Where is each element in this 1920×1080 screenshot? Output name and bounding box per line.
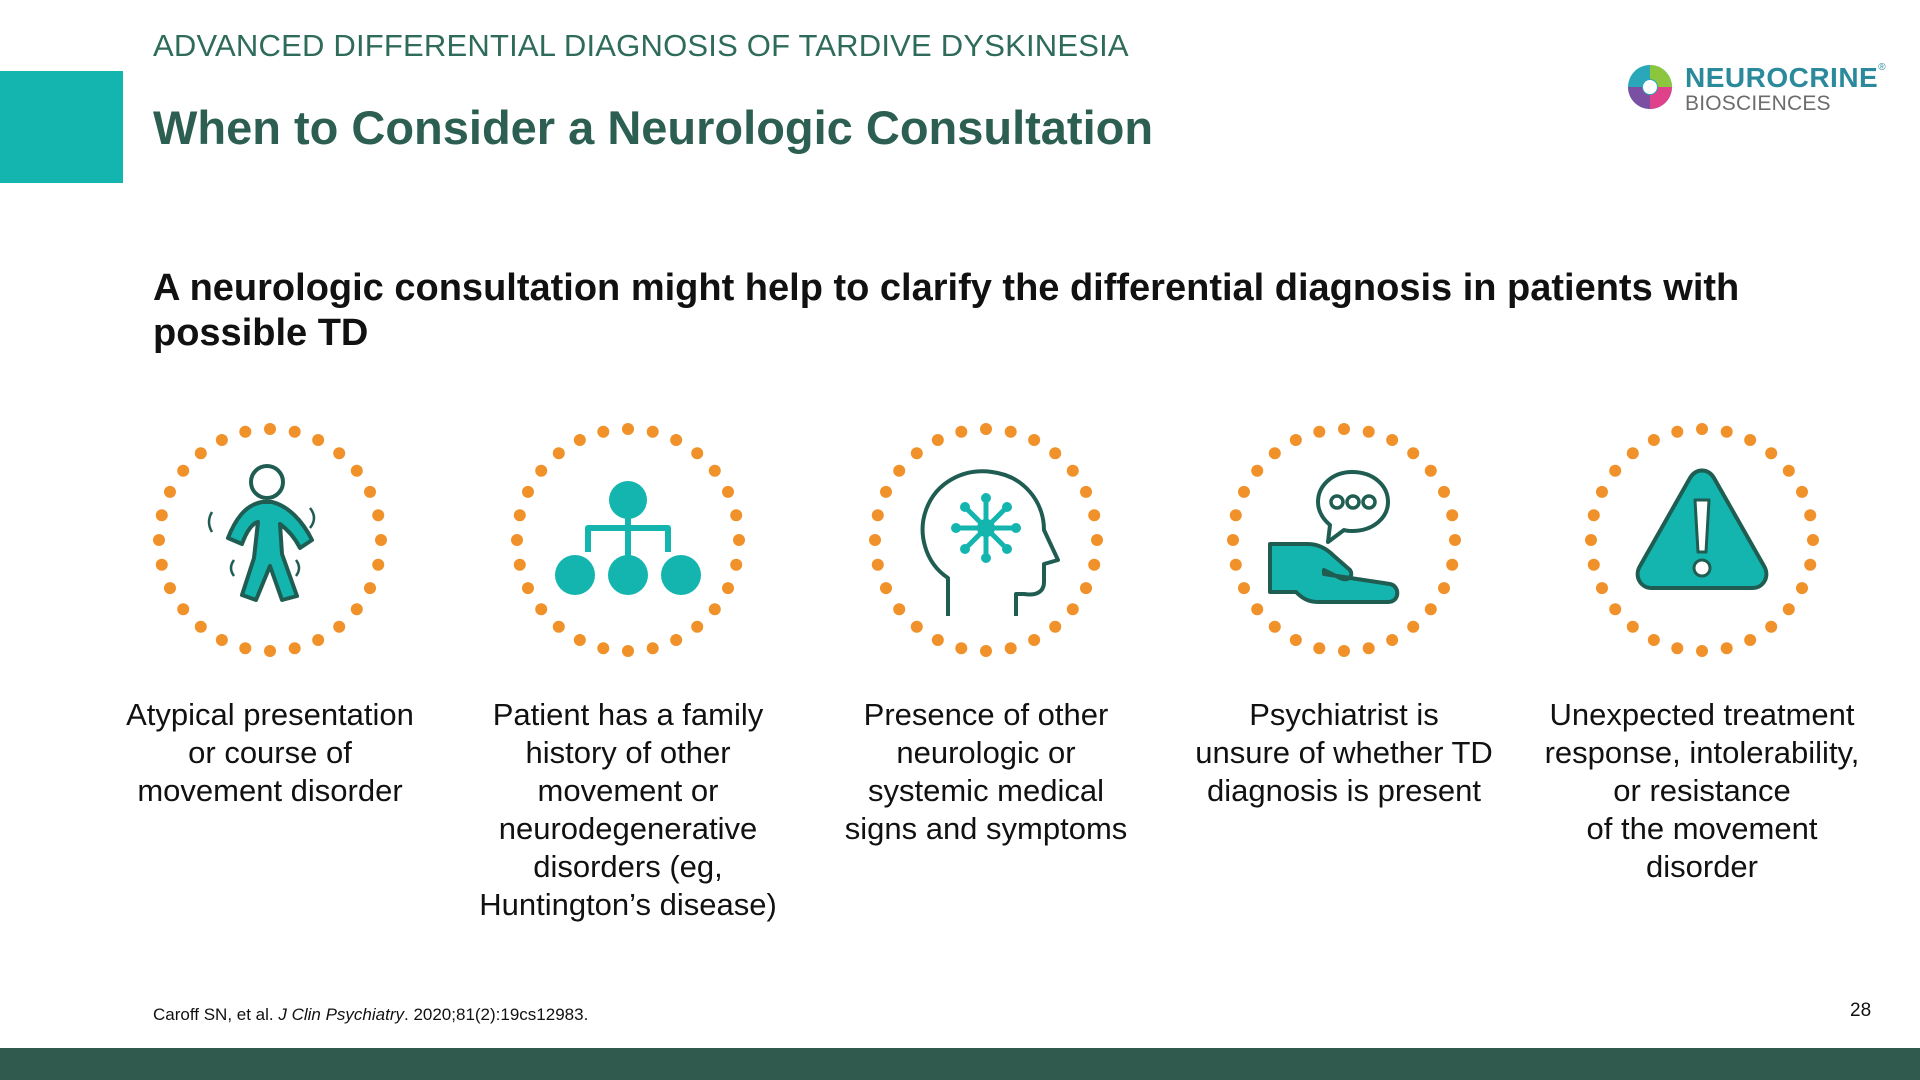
consult-reason-caption: Patient has a family history of other mo… (479, 697, 777, 922)
company-logo: NEUROCRINE® BIOSCIENCES (1625, 60, 1895, 120)
logo-swirl-icon (1628, 65, 1672, 109)
consult-reason-caption: Unexpected treatment response, intolerab… (1544, 697, 1860, 884)
head-brain-icon (869, 423, 1103, 657)
accent-block (0, 71, 123, 183)
person-movement-icon (153, 423, 387, 657)
hand-speech-bubble-icon (1227, 423, 1461, 657)
family-tree-icon (511, 423, 745, 657)
lead-statement: A neurologic consultation might help to … (153, 267, 1740, 354)
logo-subtitle: BIOSCIENCES (1685, 92, 1831, 115)
consult-reason-caption: Presence of other neurologic or systemic… (844, 697, 1128, 846)
page-number: 28 (1850, 1000, 1872, 1021)
logo-name: NEUROCRINE® (1685, 62, 1887, 93)
consult-reason-caption: Atypical presentation or course of movem… (126, 697, 414, 808)
warning-triangle-icon (1585, 423, 1819, 657)
footer-bar (0, 1048, 1920, 1080)
consult-reason-caption: Psychiatrist is unsure of whether TD dia… (1195, 697, 1493, 808)
section-kicker: ADVANCED DIFFERENTIAL DIAGNOSIS OF TARDI… (153, 28, 1129, 63)
page-title: When to Consider a Neurologic Consultati… (153, 101, 1154, 154)
citation: Caroff SN, et al. J Clin Psychiatry. 202… (153, 1005, 589, 1024)
